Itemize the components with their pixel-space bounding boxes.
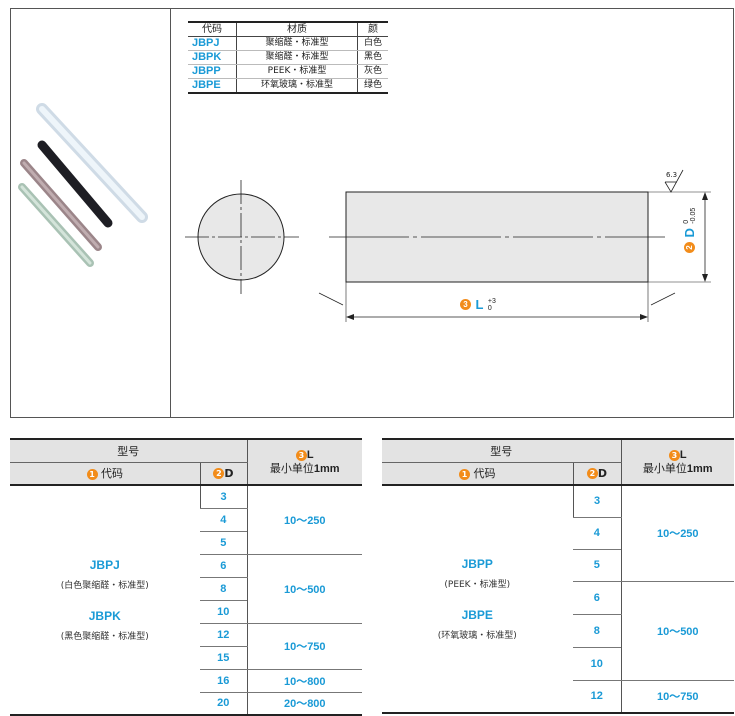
code-header: 1 代码 — [10, 462, 200, 486]
l-range: 10～250 — [246, 485, 362, 555]
code-desc: (白色聚缩醛・标准型) — [60, 581, 149, 591]
d-value: 10 — [573, 647, 621, 681]
d-value: 20 — [200, 692, 247, 716]
table-row: JBPE 环氧玻璃・标准型 绿色 — [188, 78, 388, 94]
d-value: 10 — [200, 600, 247, 624]
number-2-icon: 2 — [586, 468, 598, 480]
code-jbpp: JBPP — [461, 557, 493, 571]
code-desc: (PEEK・标准型) — [444, 580, 511, 590]
material-cell: PEEK・标准型 — [236, 64, 358, 79]
material-cell: 聚缩醛・标准型 — [236, 36, 358, 51]
material-cell: 环氧玻璃・标准型 — [236, 78, 358, 94]
l-tol-upper: +3 — [487, 297, 496, 305]
code-header-text: 代码 — [101, 467, 123, 481]
model-header: 型号 — [382, 438, 621, 463]
code-jbpe: JBPE — [461, 608, 493, 622]
code-group: JBPP (PEEK・标准型) JBPE (环氧玻璃・标准型) — [382, 485, 573, 714]
d-value: 8 — [573, 614, 621, 648]
l-unit-prefix: 最小单位 — [269, 462, 314, 475]
l-range: 10～750 — [246, 623, 362, 670]
black-rod — [37, 140, 113, 228]
d-header-text: D — [224, 466, 234, 480]
d-value: 6 — [573, 581, 621, 615]
d-header-text: D — [597, 466, 608, 480]
l-unit-value: 1mm — [686, 463, 713, 475]
l-unit-value: 1mm — [313, 463, 340, 475]
l-range: 10～750 — [620, 680, 734, 714]
number-2-icon: 2 — [684, 242, 696, 253]
code-cell: JBPK — [188, 50, 237, 65]
d-value: 12 — [573, 680, 621, 714]
d-tol-lower: -0.05 — [689, 207, 697, 224]
number-3-icon: 3 — [460, 299, 471, 311]
code-cell: JBPP — [188, 64, 237, 79]
l-label-text: L — [475, 297, 484, 312]
d-value: 4 — [573, 517, 621, 550]
l-range: 10～500 — [246, 554, 362, 624]
product-image — [18, 103, 148, 267]
l-range: 10～250 — [620, 485, 734, 582]
code-cell: JBPJ — [188, 36, 237, 51]
d-value: 6 — [200, 554, 247, 578]
l-range: 20～800 — [246, 692, 362, 716]
code-jbpj: JBPJ — [89, 558, 120, 572]
d-value: 16 — [200, 669, 247, 693]
color-cell: 灰色 — [357, 64, 388, 79]
code-header: 1 代码 — [382, 462, 573, 486]
technical-drawing: 6.3 — [185, 169, 711, 322]
d-value: 5 — [573, 549, 621, 582]
d-value: 8 — [200, 577, 247, 601]
number-3-icon: 3 — [295, 449, 307, 461]
roughness-value: 6.3 — [666, 171, 677, 179]
d-value: 3 — [199, 485, 247, 509]
model-header: 型号 — [10, 438, 247, 463]
number-1-icon: 1 — [459, 468, 470, 480]
header-color: 颜 — [357, 21, 388, 37]
top-frame — [10, 8, 734, 418]
d-value: 4 — [200, 508, 247, 532]
code-desc: (黑色聚缩醛・标准型) — [60, 632, 149, 642]
table-row: JBPP PEEK・标准型 灰色 — [188, 64, 388, 79]
d-label: 2 D 0 -0.05 — [681, 203, 701, 253]
color-cell: 黑色 — [357, 50, 388, 65]
l-unit-prefix: 最小单位 — [642, 462, 687, 475]
code-group: JBPJ (白色聚缩醛・标准型) JBPK (黑色聚缩醛・标准型) — [10, 485, 200, 716]
d-value: 5 — [200, 531, 247, 555]
d-value: 3 — [572, 485, 621, 518]
table-row: JBPJ 聚缩醛・标准型 白色 — [188, 36, 388, 51]
l-header-text: L — [306, 449, 314, 461]
color-cell: 白色 — [357, 36, 388, 51]
l-tol-lower: 0 — [487, 304, 492, 312]
l-range: 10～500 — [620, 581, 734, 681]
l-label: 3 L +3 0 — [460, 296, 496, 314]
d-tol-upper: 0 — [682, 219, 690, 224]
top-divider — [170, 8, 171, 418]
code-jbpk: JBPK — [88, 609, 121, 623]
table-row: JBPK 聚缩醛・标准型 黑色 — [188, 50, 388, 65]
number-1-icon: 1 — [86, 468, 98, 480]
d-value: 12 — [200, 623, 247, 647]
code-header-text: 代码 — [473, 467, 496, 481]
l-range: 10～800 — [246, 669, 362, 693]
d-value: 15 — [200, 646, 247, 670]
number-2-icon: 2 — [213, 468, 225, 480]
material-table: 代码 材质 颜 JBPJ 聚缩醛・标准型 白色 JBPK 聚缩醛・标准型 黑色 … — [188, 21, 388, 94]
code-desc: (环氧玻璃・标准型) — [437, 631, 517, 641]
header-material: 材质 — [236, 21, 358, 37]
d-label-text: D — [682, 228, 697, 238]
material-cell: 聚缩醛・标准型 — [236, 50, 358, 65]
code-cell: JBPE — [188, 78, 237, 94]
roughness-symbol — [664, 169, 684, 193]
number-3-icon: 3 — [668, 449, 680, 461]
header-code: 代码 — [188, 21, 237, 37]
l-header-text: L — [679, 449, 687, 461]
color-cell: 绿色 — [357, 78, 388, 94]
